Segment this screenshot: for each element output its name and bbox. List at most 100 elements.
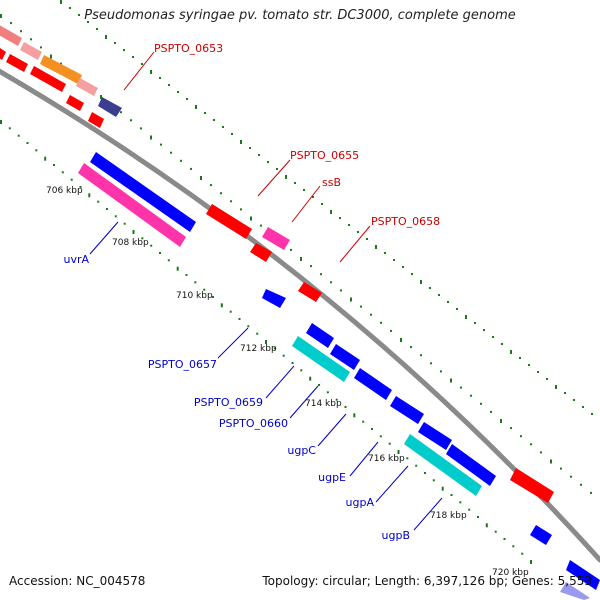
kbp-tick-label: 706 kbp bbox=[46, 186, 83, 196]
gene-label-forward[interactable]: PSPTO_0658 bbox=[371, 215, 440, 228]
guide-dot bbox=[190, 167, 192, 170]
guide-dot bbox=[350, 297, 352, 302]
gene-block[interactable] bbox=[40, 55, 82, 84]
gene-block[interactable] bbox=[560, 582, 590, 600]
gene-label-reverse[interactable]: ugpE bbox=[318, 471, 346, 484]
gene-block[interactable] bbox=[262, 289, 286, 308]
guide-dot bbox=[420, 280, 422, 284]
guide-dot bbox=[432, 479, 435, 482]
guide-dot bbox=[267, 161, 269, 163]
guide-dot bbox=[256, 332, 259, 335]
guide-dot bbox=[203, 288, 206, 291]
gene-block[interactable] bbox=[446, 444, 496, 486]
gene-label-reverse[interactable]: ugpB bbox=[382, 529, 410, 542]
guide-dot bbox=[105, 35, 107, 39]
guide-dot bbox=[375, 245, 377, 249]
gene-block[interactable] bbox=[30, 66, 66, 92]
guide-dot bbox=[393, 259, 395, 261]
gene-block[interactable] bbox=[90, 152, 196, 232]
guide-dot bbox=[485, 523, 488, 528]
gene-label-reverse[interactable]: ugpA bbox=[346, 496, 375, 509]
gene-block[interactable] bbox=[0, 22, 22, 46]
gene-block[interactable] bbox=[78, 163, 186, 247]
guide-dot bbox=[200, 176, 202, 180]
gene-block[interactable] bbox=[250, 243, 272, 262]
gene-block[interactable] bbox=[530, 525, 552, 545]
guide-dot bbox=[30, 38, 32, 41]
gene-label-forward[interactable]: ssB bbox=[322, 176, 341, 189]
guide-dot bbox=[474, 322, 476, 324]
gene-block[interactable] bbox=[262, 227, 290, 250]
guide-dot bbox=[440, 370, 442, 373]
guide-dot bbox=[50, 54, 52, 59]
guide-dot bbox=[411, 273, 413, 275]
guide-dot bbox=[312, 196, 314, 198]
guide-dot bbox=[291, 362, 294, 364]
guide-dot bbox=[195, 105, 197, 109]
guide-dot bbox=[500, 419, 502, 423]
guide-dot bbox=[35, 149, 38, 152]
gene-label-reverse[interactable]: ugpC bbox=[287, 444, 316, 457]
guide-dot bbox=[540, 451, 542, 454]
guide-dot bbox=[560, 467, 562, 470]
guide-dot bbox=[44, 156, 47, 161]
guide-dot bbox=[348, 224, 350, 226]
guide-dot bbox=[460, 386, 462, 389]
guide-dot bbox=[582, 406, 584, 408]
gene-block[interactable] bbox=[298, 282, 322, 302]
guide-dot bbox=[397, 450, 400, 454]
guide-dot bbox=[390, 329, 392, 332]
guide-dot bbox=[380, 321, 382, 324]
gene-label-reverse[interactable]: uvrA bbox=[63, 253, 89, 266]
guide-dot bbox=[204, 112, 206, 114]
guide-dot bbox=[371, 428, 373, 430]
guide-dot bbox=[379, 435, 382, 438]
gene-block[interactable] bbox=[418, 422, 452, 450]
gene-block[interactable] bbox=[566, 560, 600, 590]
guide-dot bbox=[459, 501, 462, 504]
guide-dot bbox=[186, 98, 188, 100]
guide-dot bbox=[483, 329, 485, 331]
guide-dot bbox=[106, 208, 108, 210]
gene-label-forward[interactable]: PSPTO_0653 bbox=[154, 42, 223, 55]
gene-block[interactable] bbox=[390, 396, 424, 424]
gene-block[interactable] bbox=[88, 112, 104, 128]
guide-dot bbox=[213, 119, 215, 121]
guide-dot bbox=[339, 217, 341, 219]
guide-dot bbox=[335, 398, 338, 401]
gene-block[interactable] bbox=[20, 42, 42, 60]
guide-dot bbox=[114, 42, 116, 44]
gene-block[interactable] bbox=[66, 95, 84, 111]
gene-label-reverse[interactable]: PSPTO_0660 bbox=[219, 417, 288, 430]
label-leader-lines bbox=[89, 51, 443, 531]
gene-label-forward[interactable]: PSPTO_0655 bbox=[290, 149, 359, 162]
gene-label-reverse[interactable]: PSPTO_0657 bbox=[148, 358, 217, 371]
guide-dot bbox=[303, 189, 305, 191]
gene-block[interactable] bbox=[6, 54, 28, 72]
guide-dot bbox=[415, 464, 418, 467]
gene-block[interactable] bbox=[76, 78, 98, 96]
gene-block[interactable] bbox=[206, 204, 252, 239]
gene-block[interactable] bbox=[510, 468, 554, 503]
guide-dot bbox=[194, 281, 197, 284]
guide-dot bbox=[424, 472, 426, 474]
guide-dot bbox=[470, 394, 472, 397]
guide-dot bbox=[96, 28, 98, 30]
gene-block[interactable] bbox=[292, 336, 350, 382]
guide-dot bbox=[384, 252, 386, 254]
guide-dot bbox=[140, 127, 142, 130]
gene-label-reverse[interactable]: PSPTO_0659 bbox=[194, 396, 263, 409]
gene-block[interactable] bbox=[354, 368, 392, 400]
guide-dot bbox=[26, 142, 29, 144]
guide-dot bbox=[61, 171, 64, 174]
guide-dot bbox=[60, 62, 62, 65]
gene-block[interactable] bbox=[0, 44, 6, 60]
gene-block[interactable] bbox=[98, 97, 122, 117]
kbp-tick-labels: 706 kbp 708 kbp 710 kbp 712 kbp 714 kbp … bbox=[46, 186, 529, 578]
gene-block[interactable] bbox=[404, 434, 482, 496]
guide-dot bbox=[456, 308, 458, 310]
guide-dot bbox=[176, 266, 179, 271]
gene-block[interactable] bbox=[330, 344, 360, 370]
gene-block[interactable] bbox=[306, 323, 334, 348]
